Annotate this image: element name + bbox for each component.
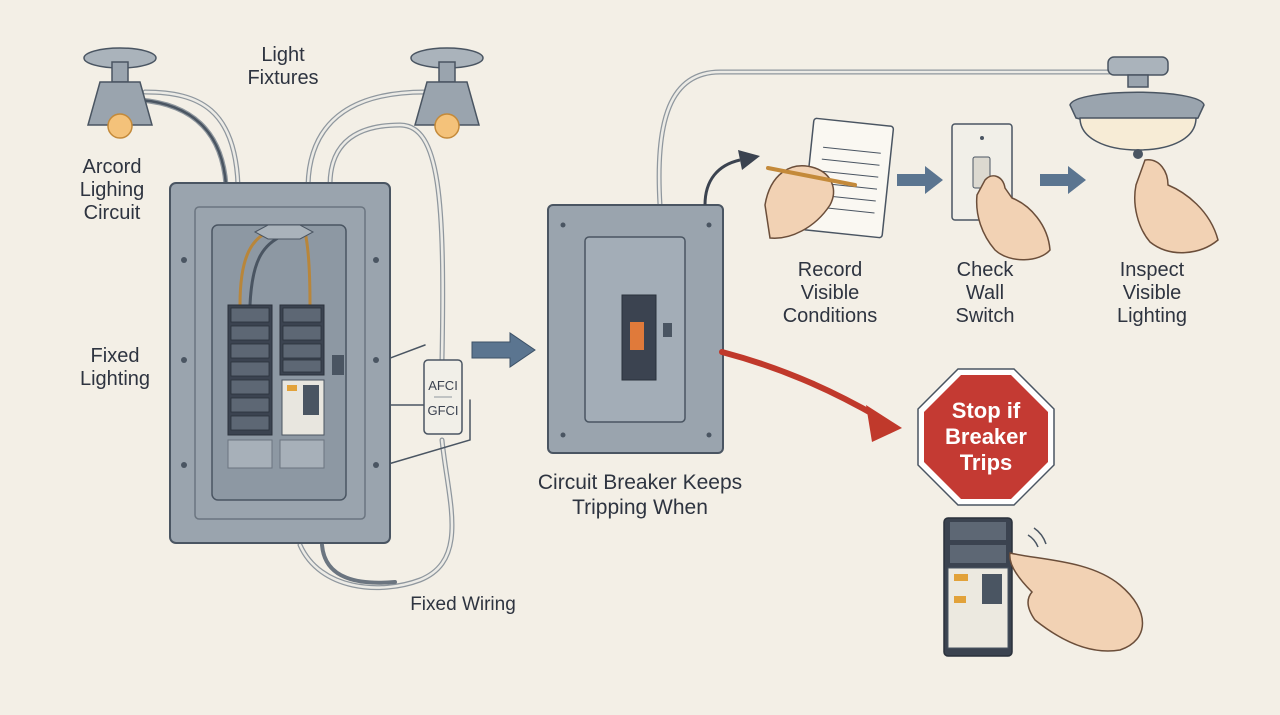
fixed-wiring-label: Fixed Wiring bbox=[410, 594, 516, 615]
light-fixture-icon bbox=[410, 47, 484, 139]
flow-arrow bbox=[897, 166, 943, 194]
breaker-module-icon bbox=[943, 517, 1144, 657]
notepad-pencil-icon bbox=[764, 117, 895, 239]
afci-gfci-device-icon bbox=[423, 359, 463, 435]
light-fixture-icon bbox=[83, 47, 157, 139]
afci-label: AFCI bbox=[428, 378, 458, 393]
arcord-circuit-label: Arcord Lighing Circuit bbox=[79, 156, 145, 224]
record-conditions-label: Record Visible Conditions bbox=[782, 259, 878, 327]
flow-arrow bbox=[1040, 166, 1086, 194]
light-fixtures-label: Light Fixtures bbox=[247, 44, 319, 89]
breaker-keeps-tripping-label: Circuit Breaker Keeps Tripping When bbox=[537, 471, 743, 519]
check-switch-label: Check Wall Switch bbox=[955, 259, 1015, 327]
gfci-label: GFCI bbox=[427, 403, 459, 418]
breaker-box-icon bbox=[547, 69, 1110, 454]
flow-arrow bbox=[471, 332, 536, 368]
stop-sign-label: Stop if Breaker Trips bbox=[945, 398, 1027, 475]
fixed-lighting-label: Fixed Lighting bbox=[79, 345, 151, 390]
breaker-panel-icon bbox=[169, 182, 391, 544]
inspect-lighting-label: Inspect Visible Lighting bbox=[1116, 259, 1188, 327]
stop-sign-icon bbox=[917, 368, 1055, 506]
wall-switch-icon bbox=[951, 123, 1051, 261]
warning-arrow bbox=[719, 349, 902, 442]
ceiling-light-icon bbox=[1069, 56, 1219, 254]
